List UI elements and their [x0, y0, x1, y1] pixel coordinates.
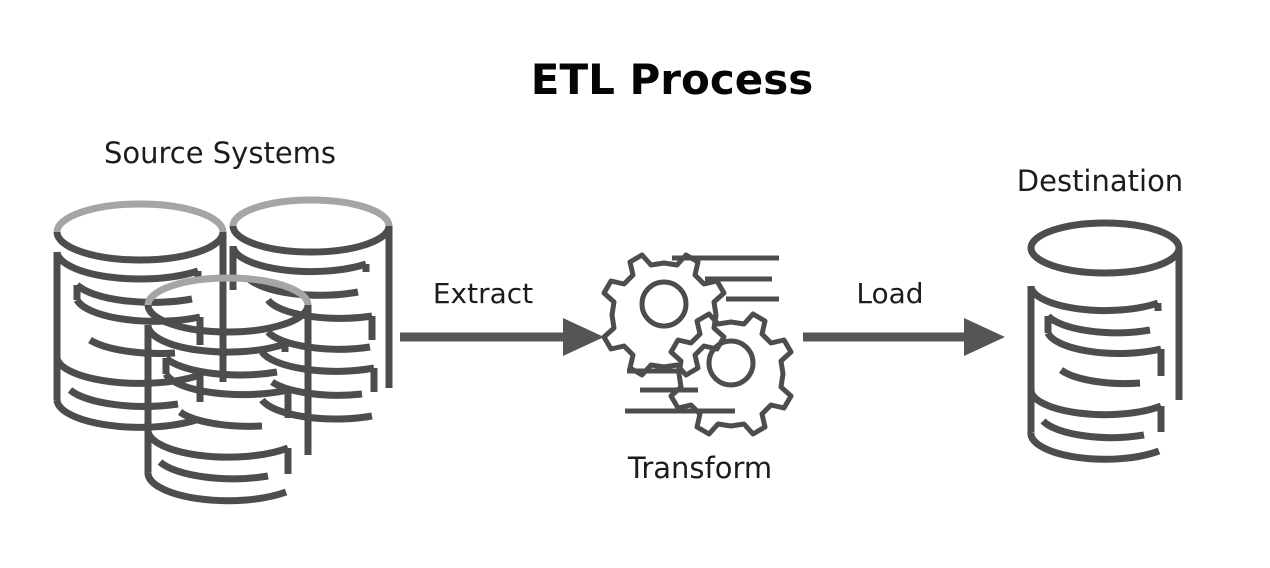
transform-label: Transform: [627, 451, 772, 485]
source-systems-label: Source Systems: [104, 136, 336, 170]
extract-arrow-label: Extract: [433, 277, 533, 310]
database-cluster-icon: [53, 196, 393, 505]
gear-lower-right: [668, 311, 794, 437]
database-icon: [1027, 219, 1183, 463]
load-arrow-head: [964, 318, 1005, 356]
load-arrow-label: Load: [856, 277, 923, 310]
page-title: ETL Process: [531, 55, 813, 104]
load-arrow: Load: [803, 277, 1005, 356]
extract-arrow-head: [563, 318, 604, 356]
gear-upper-left-hub: [639, 279, 689, 329]
database-cylinder-front: [144, 274, 312, 505]
gears-icon: [601, 252, 794, 437]
gear-lower-right-hub: [706, 338, 756, 388]
extract-arrow: Extract: [400, 277, 604, 356]
destination-label: Destination: [1017, 164, 1183, 198]
